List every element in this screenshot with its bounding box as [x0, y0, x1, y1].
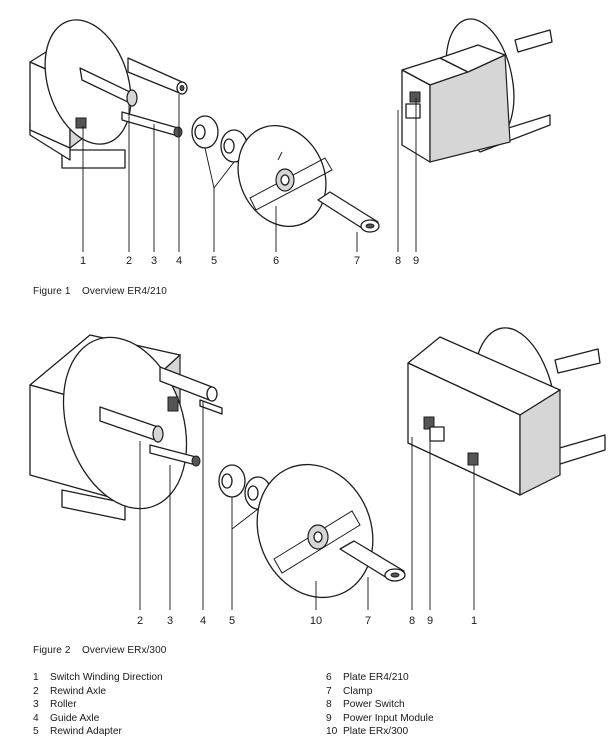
callout-plate-erx-300: 10	[309, 615, 323, 627]
callout-roller: 3	[150, 255, 158, 267]
legend-number: 6	[326, 672, 332, 683]
legend-item: 9 Power Input Module	[326, 712, 434, 726]
figure-2-caption: Figure 2 Overview ERx/300	[33, 645, 167, 656]
legend-left-column: 1 Switch Winding Direction 2 Rewind Axle 3…	[33, 671, 163, 739]
callout-rewind-adapter: 5	[210, 255, 218, 267]
legend-label: Switch Winding Direction	[50, 672, 163, 683]
callout-power-input-module: 9	[412, 255, 420, 267]
callout-guide-axle-fig2: 4	[199, 615, 207, 627]
rewind-adapters-fig1	[191, 115, 248, 163]
legend-number: 7	[326, 685, 332, 697]
callout-guide-axle: 4	[175, 255, 183, 267]
legend-item: 1 Switch Winding Direction	[33, 671, 163, 685]
legend-number: 2	[33, 685, 39, 697]
legend-label: Rewind Adapter	[50, 726, 122, 738]
callout-power-switch-fig2: 8	[408, 615, 416, 627]
legend-item: 8 Power Switch	[326, 698, 434, 712]
legend-number: 5	[33, 726, 39, 738]
rewind-adapters-fig2	[218, 464, 272, 510]
legend-label: Plate ERx/300	[343, 726, 409, 738]
legend-label: Power Switch	[343, 699, 405, 711]
plate-er4-210	[237, 124, 333, 228]
legend-number: 9	[326, 712, 332, 724]
legend-label: Plate ER4/210	[343, 672, 409, 683]
legend-number: 10	[326, 726, 338, 738]
callout-rewind-axle: 2	[125, 255, 133, 267]
callout-plate-er4-210: 6	[272, 255, 280, 267]
callout-rewind-axle-fig2: 2	[136, 615, 144, 627]
er4-210-right-unit	[401, 18, 553, 163]
callout-switch-winding-direction-fig2: 1	[470, 615, 478, 627]
clamp-fig1	[317, 191, 380, 233]
legend-item: 6 Plate ER4/210	[326, 671, 434, 685]
legend-item: 7 Clamp	[326, 685, 434, 699]
legend-label: Rewind Axle	[50, 685, 107, 697]
callout-switch-winding-direction: 1	[79, 255, 87, 267]
legend-item: 5 Rewind Adapter	[33, 725, 163, 739]
erx-300-right-unit	[407, 327, 606, 496]
legend-label: Power Input Module	[343, 712, 434, 724]
figure-1-illustration	[29, 18, 553, 252]
legend-right-column: 6 Plate ER4/210 7 Clamp 8 Power Switch 9 Pow…	[326, 671, 434, 739]
legend-number: 1	[33, 672, 39, 683]
legend-label: Clamp	[343, 685, 373, 697]
figure-2-illustration	[29, 327, 606, 610]
callout-power-input-module-fig2: 9	[426, 615, 434, 627]
er4-210-left-unit	[29, 19, 188, 169]
legend-label: Guide Axle	[50, 712, 100, 724]
figure-2-leader-lines	[139, 401, 475, 610]
callout-rewind-adapter-fig2: 5	[228, 615, 236, 627]
erx-300-left-unit	[29, 334, 223, 521]
legend-label: Roller	[50, 699, 77, 711]
callout-power-switch: 8	[394, 255, 402, 267]
legend-item: 4 Guide Axle	[33, 712, 163, 726]
callout-roller-fig2: 3	[166, 615, 174, 627]
legend-item: 2 Rewind Axle	[33, 685, 163, 699]
callout-clamp: 7	[353, 255, 361, 267]
plate-erx-300	[256, 463, 374, 599]
clamp-fig2	[339, 540, 406, 582]
legend-item: 3 Roller	[33, 698, 163, 712]
figure-1-caption: Figure 1 Overview ER4/210	[33, 286, 167, 297]
figure-1-leader-lines	[82, 94, 417, 252]
legend-item: 10 Plate ERx/300	[326, 725, 434, 739]
legend-number: 8	[326, 699, 332, 711]
legend-number: 4	[33, 712, 39, 724]
callout-clamp-fig2: 7	[364, 615, 372, 627]
legend-number: 3	[33, 699, 39, 711]
